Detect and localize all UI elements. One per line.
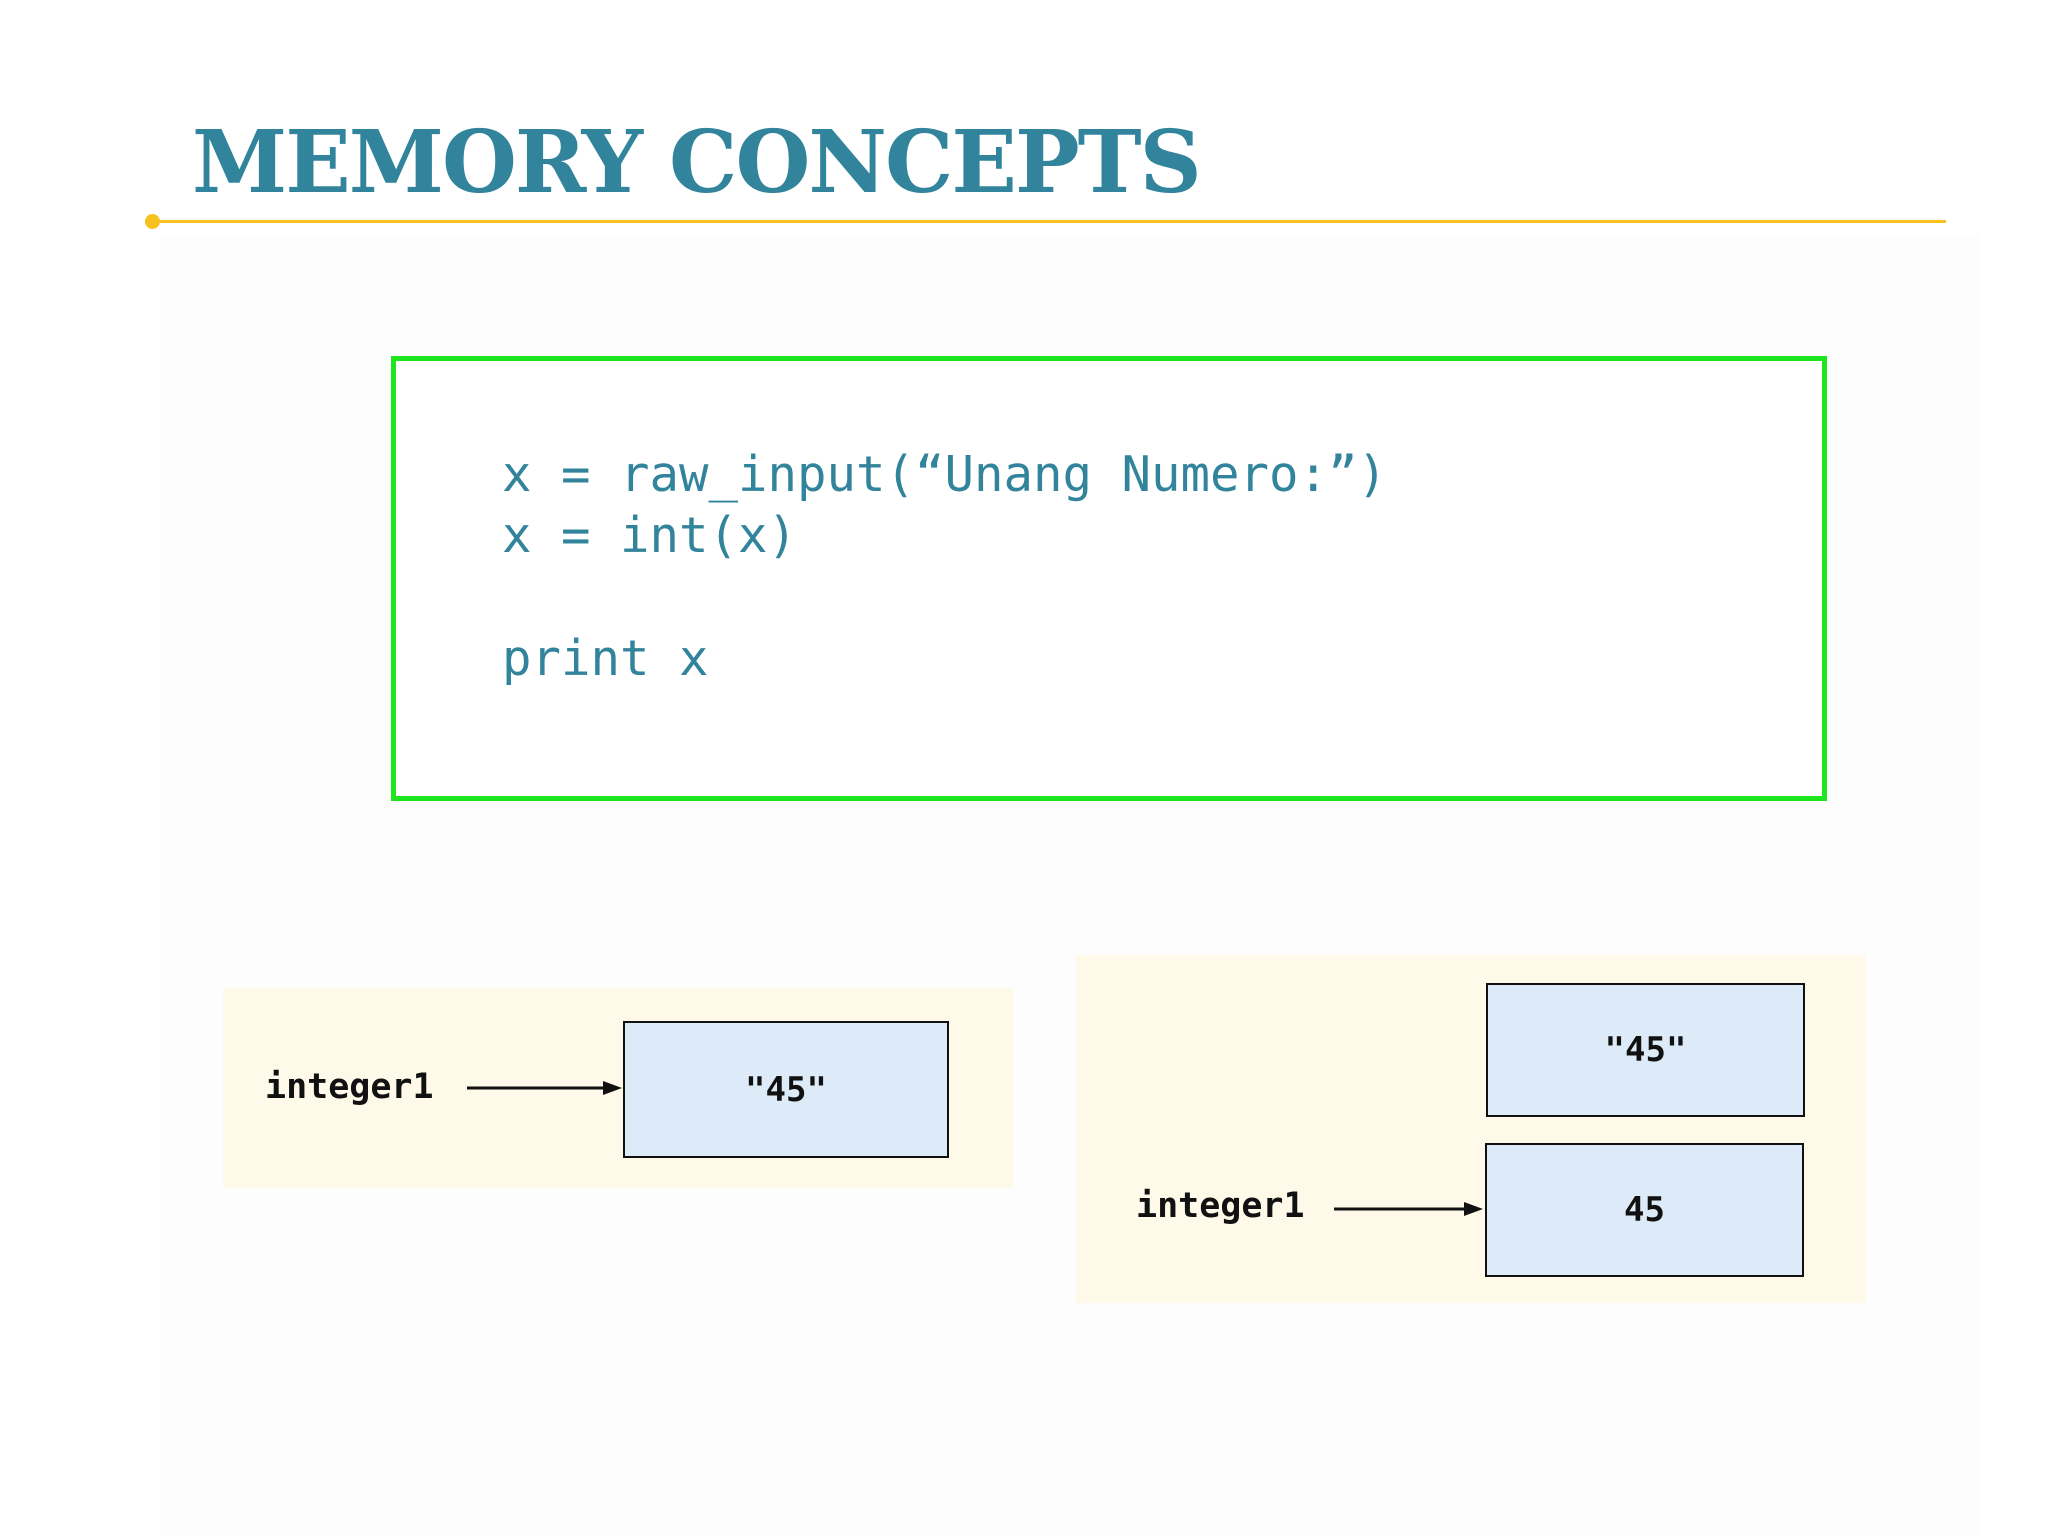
pointer-arrow <box>467 1081 622 1095</box>
memory-cell-new: 45 <box>1485 1143 1804 1277</box>
code-line-3: print x <box>502 630 709 687</box>
memory-cell-old: "45" <box>1486 983 1805 1117</box>
memory-diagram-after: "45" integer1 45 <box>1076 955 1866 1303</box>
memory-cell-old-value: "45" <box>1604 1030 1687 1070</box>
code-block: x = raw_input(“Unang Numero:”) x = int(x… <box>391 356 1827 801</box>
code-line-2: x = int(x) <box>502 507 798 564</box>
variable-label: integer1 <box>1136 1186 1305 1226</box>
memory-diagram-before: integer1 "45" <box>223 988 1013 1188</box>
memory-cell: "45" <box>623 1021 949 1158</box>
memory-cell-value: "45" <box>745 1069 827 1110</box>
code-line-1: x = raw_input(“Unang Numero:”) <box>502 446 1388 503</box>
title-underline <box>154 220 1946 223</box>
pointer-arrow <box>1334 1202 1483 1216</box>
memory-cell-new-value: 45 <box>1624 1190 1665 1230</box>
slide-title: MEMORY CONCEPTS <box>192 112 1202 213</box>
variable-label: integer1 <box>265 1067 434 1107</box>
title-underline-dot <box>145 214 160 229</box>
